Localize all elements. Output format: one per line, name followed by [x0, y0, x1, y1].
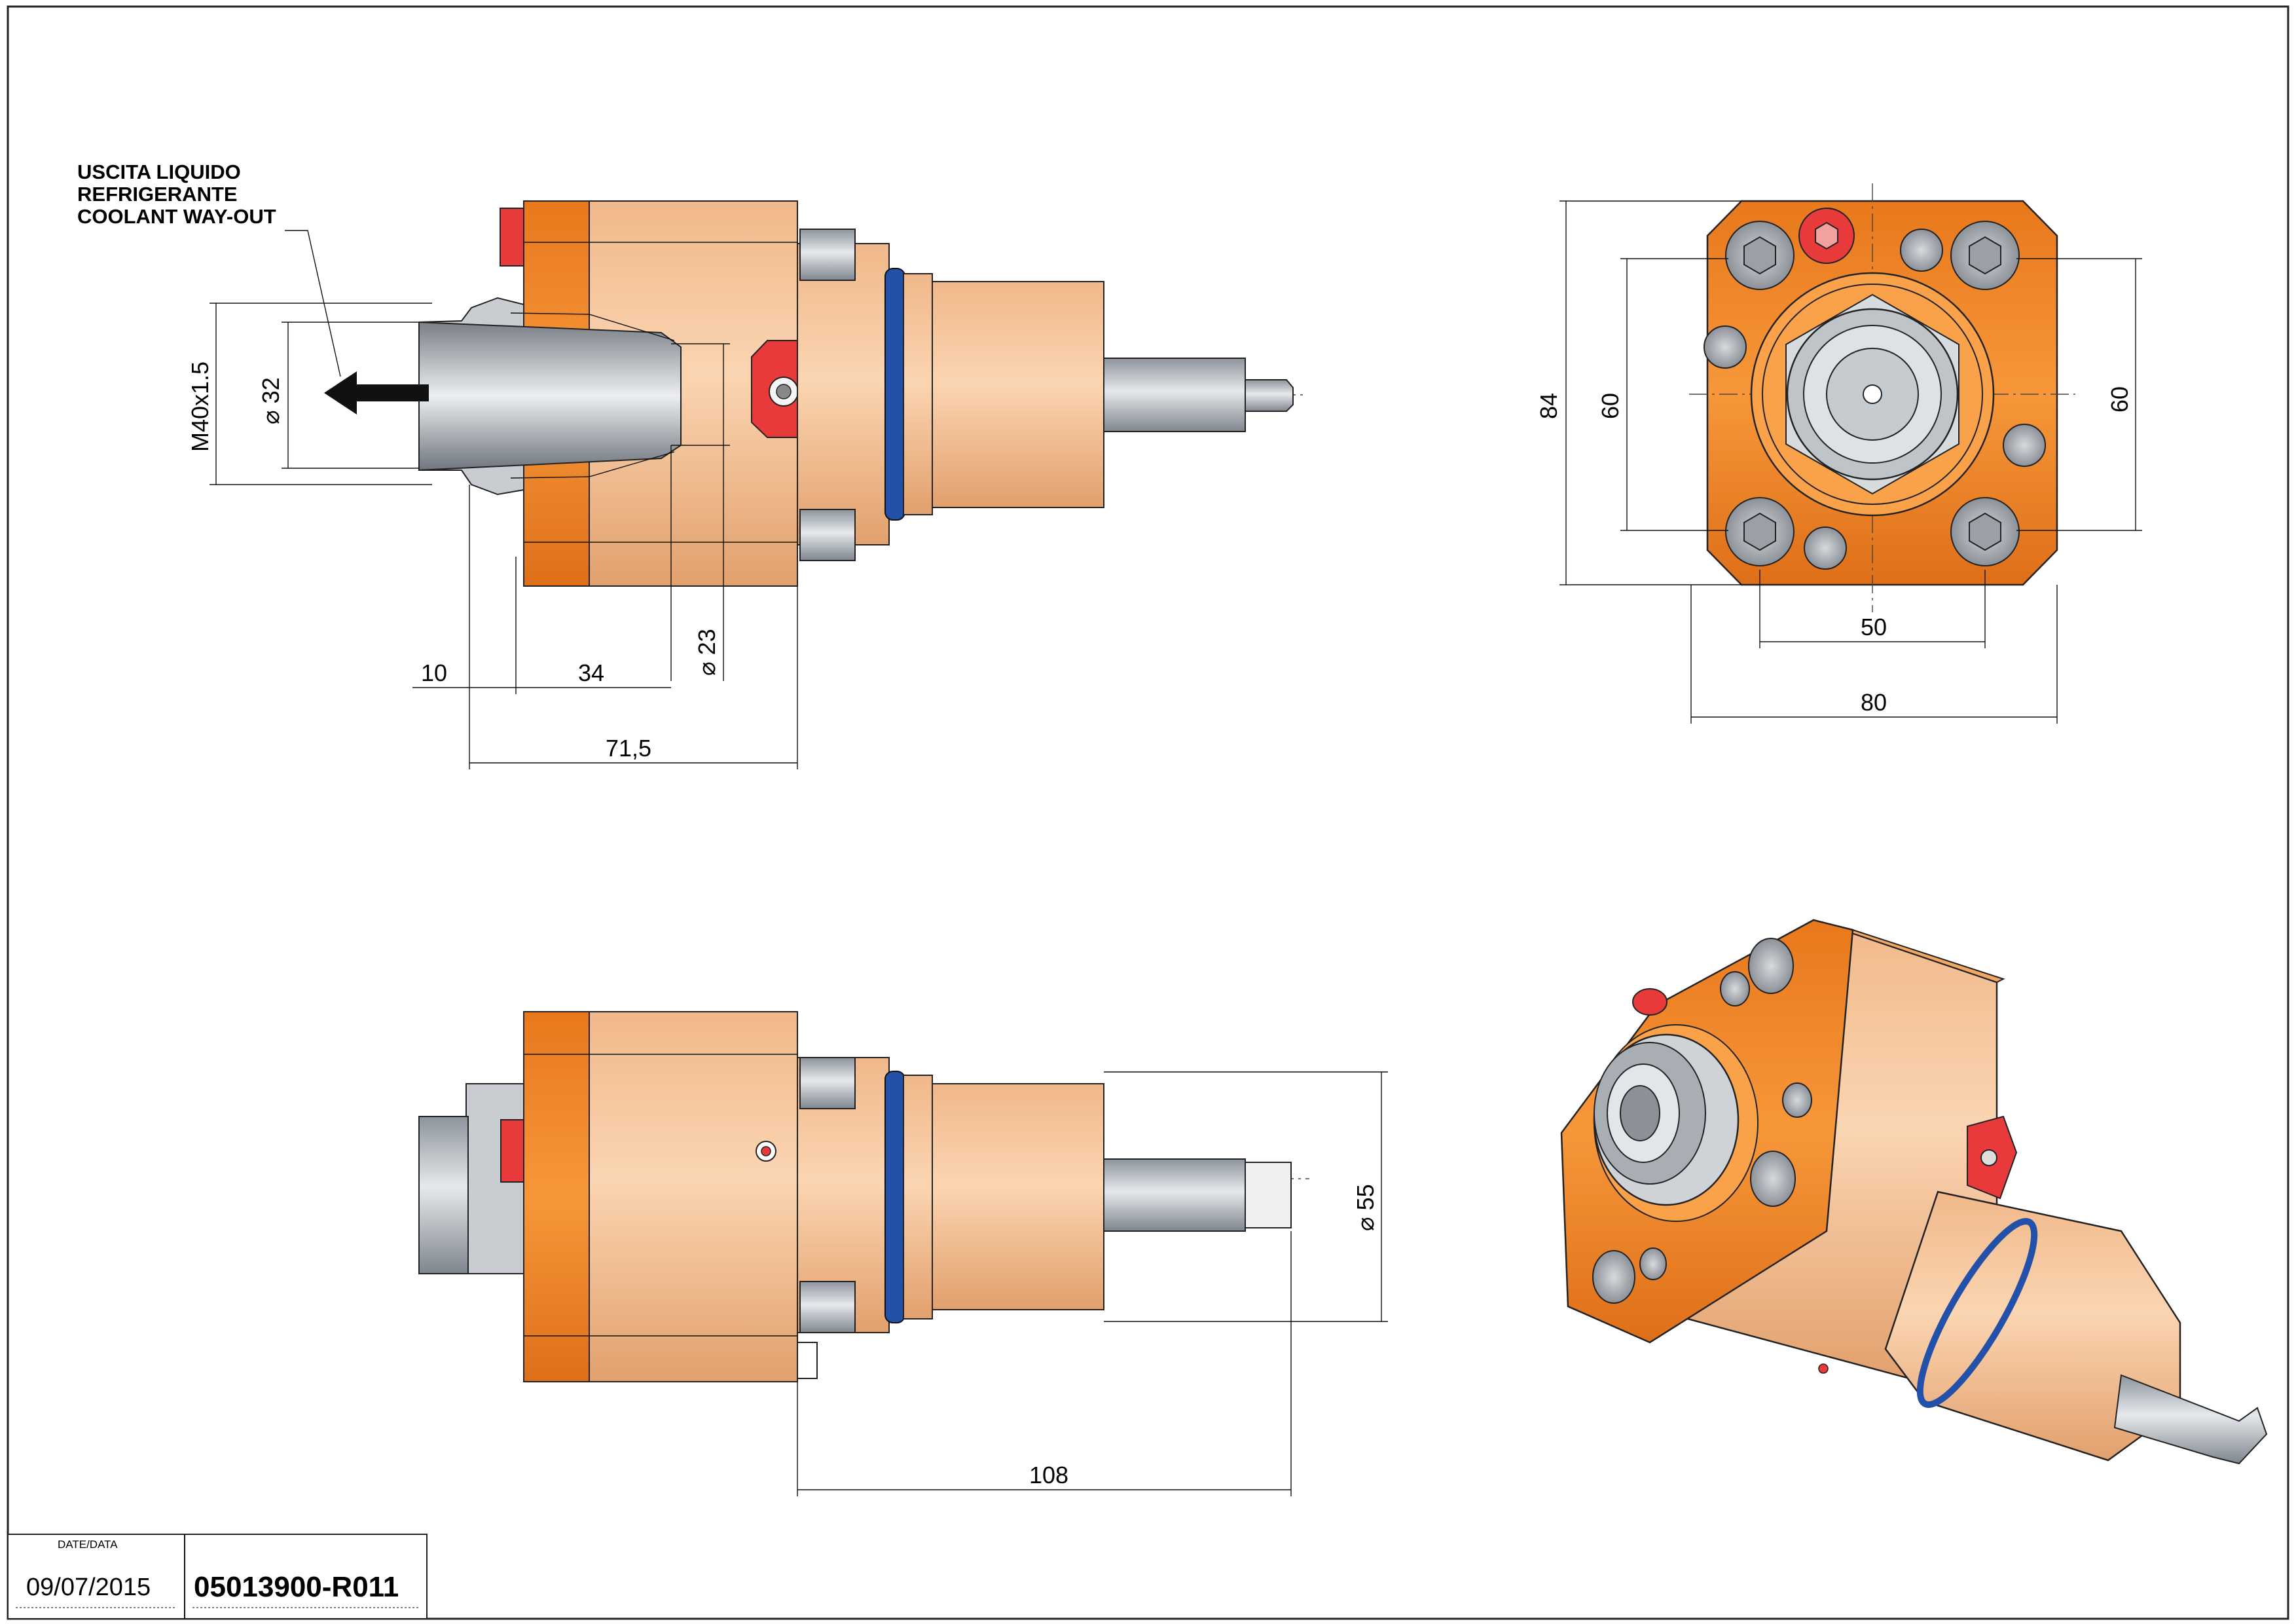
bottom-key — [797, 1342, 818, 1379]
title-block — [7, 1534, 428, 1619]
cone-section — [418, 321, 682, 471]
iso-red-plug — [1632, 988, 1667, 1016]
bottom-bolt-bottom — [799, 1281, 856, 1333]
bottom-blue-o-ring — [884, 1071, 905, 1323]
small-bolt-bottom — [1804, 526, 1847, 570]
dim-50: 50 — [1861, 614, 1887, 640]
small-bolt-top — [1900, 229, 1943, 272]
dim-108: 108 — [1029, 1462, 1068, 1488]
bottom-red-plug — [500, 1119, 524, 1183]
small-bolt-left — [1704, 325, 1747, 369]
bolt-top-right — [1950, 221, 2020, 290]
bottom-view — [418, 1011, 1388, 1496]
rear-sleeve — [903, 273, 933, 515]
date-value: 09/07/2015 — [26, 1574, 151, 1601]
dim-71-5: 71,5 — [606, 735, 651, 762]
dim-d23: ⌀ 23 — [693, 629, 720, 676]
bottom-shaft — [1103, 1158, 1246, 1232]
rear-bolt-bottom — [799, 509, 856, 561]
coolant-plug — [500, 208, 524, 267]
note-line-1: USCITA LIQUIDO — [77, 160, 241, 183]
iso-blue-ring — [1916, 1218, 2038, 1408]
dim-84: 84 — [1535, 393, 1562, 419]
rear-cylinder — [932, 281, 1104, 508]
bolt-bottom-left — [1725, 497, 1795, 566]
dim-34: 34 — [578, 659, 604, 686]
bottom-hex-nut — [418, 1116, 469, 1274]
bottom-main-body — [589, 1011, 798, 1382]
bottom-rear-cylinder — [932, 1083, 1104, 1310]
bottom-bolt-top — [799, 1057, 856, 1109]
sheet-border — [7, 5, 2289, 1620]
dim-60-right: 60 — [2106, 386, 2133, 413]
blue-o-ring — [884, 268, 905, 521]
bolt-top-left — [1725, 221, 1795, 290]
front-view — [1559, 183, 2142, 724]
coolant-arrow — [324, 371, 429, 415]
drawing-code: 05013900-R011 — [194, 1571, 399, 1603]
dim-thread: M40x1.5 — [187, 361, 213, 452]
rear-bolt-top — [799, 229, 856, 281]
dim-80: 80 — [1861, 689, 1887, 716]
shaft-tang — [1245, 379, 1294, 412]
dim-60-left: 60 — [1597, 393, 1624, 419]
bottom-front-flange — [523, 1011, 590, 1382]
isometric-view — [1560, 919, 2268, 1465]
note-line-2: REFRIGERANTE — [77, 183, 238, 206]
date-label: DATE/DATA — [58, 1538, 118, 1551]
bolt-bottom-right — [1950, 497, 2020, 566]
dim-d55: ⌀ 55 — [1352, 1184, 1379, 1231]
iso-shaft — [2113, 1374, 2268, 1465]
rear-ring — [797, 243, 890, 545]
dim-10: 10 — [421, 659, 447, 686]
small-bolt-right — [2003, 424, 2046, 467]
dim-d32: ⌀ 32 — [257, 377, 284, 424]
drive-shaft — [1103, 358, 1246, 432]
note-line-3: COOLANT WAY-OUT — [77, 205, 276, 228]
side-view — [210, 200, 1303, 769]
